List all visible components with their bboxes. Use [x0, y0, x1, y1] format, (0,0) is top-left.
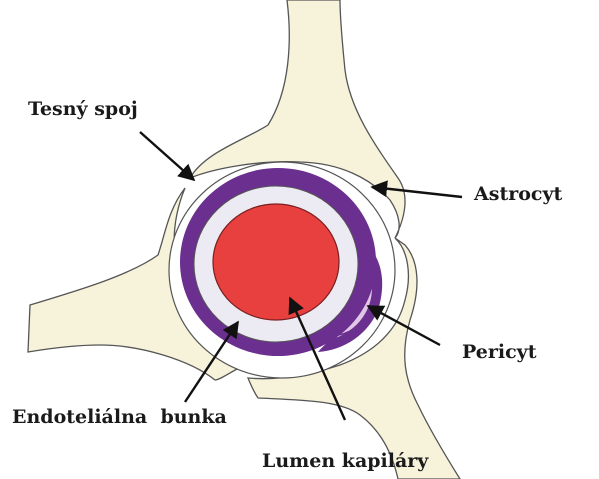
arrow-tight-junction	[140, 132, 194, 180]
label-pericyte: Pericyt	[462, 343, 536, 362]
label-endothelial-cell: Endoteliálna bunka	[12, 408, 227, 427]
capillary-lumen	[213, 204, 339, 320]
label-capillary-lumen: Lumen kapiláry	[262, 452, 428, 471]
label-tight-junction: Tesný spoj	[28, 100, 138, 119]
label-astrocyte: Astrocyt	[474, 185, 562, 204]
